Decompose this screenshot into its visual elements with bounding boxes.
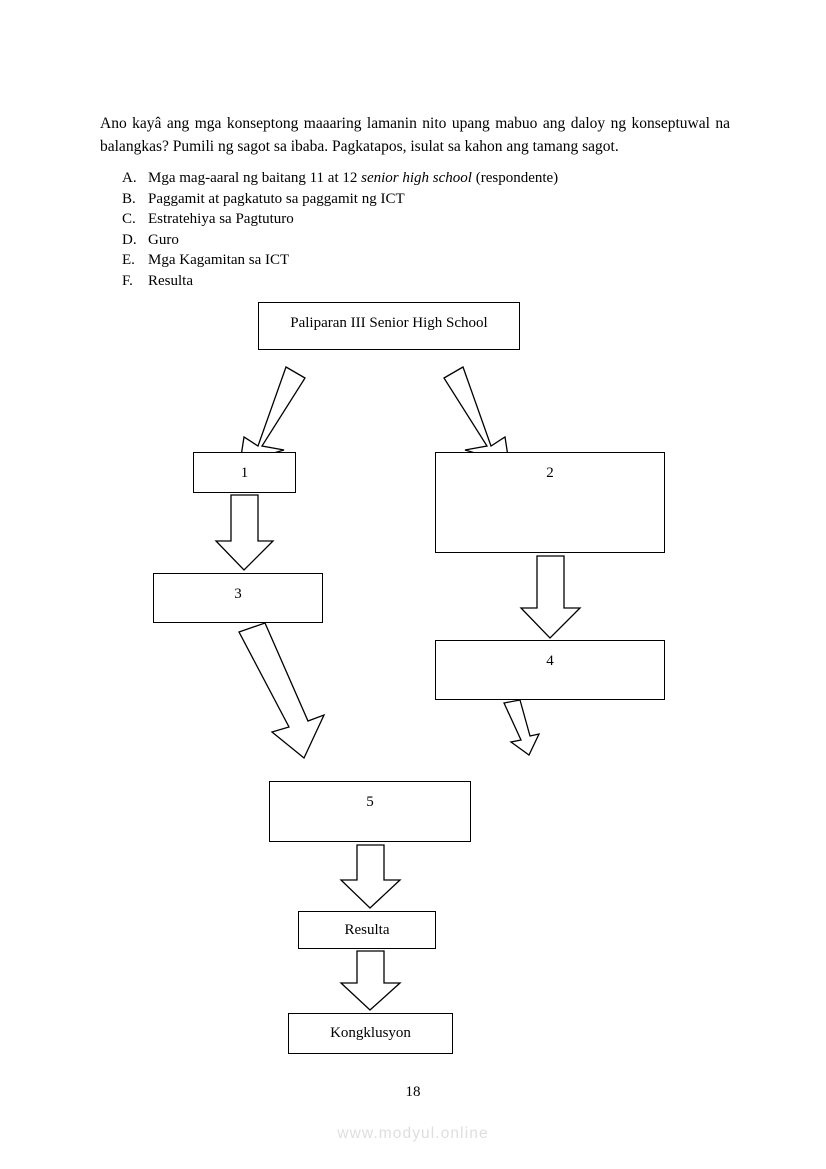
arrow-school-to-2 <box>443 366 510 464</box>
arrow-2-to-4 <box>519 555 582 639</box>
node-school[interactable]: Paliparan III Senior High School <box>258 302 520 350</box>
node-blank-2-label: 2 <box>546 465 554 481</box>
option-letter: C. <box>122 211 136 228</box>
answer-options-list: A. Mga mag-aaral ng baitang 11 at 12 seni… <box>122 168 722 292</box>
option-text: Guro <box>148 232 179 248</box>
node-blank-5-label: 5 <box>366 794 374 810</box>
node-blank-3-label: 3 <box>234 586 242 602</box>
node-kongklusyon[interactable]: Kongklusyon <box>288 1013 453 1054</box>
option-text-before: Paggamit at pagkatuto sa paggamit ng ICT <box>148 190 405 207</box>
option-letter: E. <box>122 252 135 269</box>
option-text-before: Mga mag-aaral ng baitang 11 at 12 <box>148 170 362 186</box>
option-letter: A. <box>122 170 137 186</box>
arrow-1-to-3 <box>214 494 275 571</box>
node-blank-4[interactable]: 4 <box>435 640 665 700</box>
option-text: Resulta <box>148 273 193 289</box>
node-blank-1-label: 1 <box>240 465 249 481</box>
node-blank-2[interactable]: 2 <box>435 452 665 553</box>
option-text-before: Guro <box>148 231 179 248</box>
option-text: Mga Kagamitan sa ICT <box>148 252 289 268</box>
node-blank-3[interactable]: 3 <box>153 573 323 623</box>
option-text-before: Mga Kagamitan sa ICT <box>148 252 290 269</box>
list-item: F. Resulta <box>122 271 722 292</box>
list-item: D. Guro <box>122 230 722 251</box>
option-text: Mga mag-aaral ng baitang 11 at 12 senior… <box>148 170 558 186</box>
node-resulta[interactable]: Resulta <box>298 911 436 949</box>
arrow-resulta-to-kongklusyon <box>339 950 402 1011</box>
list-item: C. Estratehiya sa Pagtuturo <box>122 209 722 230</box>
option-text-before: Estratehiya sa Pagtuturo <box>148 211 294 228</box>
option-letter: D. <box>122 231 137 248</box>
node-resulta-label: Resulta <box>344 922 390 938</box>
list-item: B. Paggamit at pagkatuto sa paggamit ng I… <box>122 189 722 210</box>
arrow-school-to-1 <box>239 366 306 464</box>
node-blank-1[interactable]: 1 <box>193 452 296 493</box>
option-letter: B. <box>122 190 136 207</box>
intro-paragraph: Ano kayâ ang mga konseptong maaaring lam… <box>100 114 730 156</box>
option-text: Estratehiya sa Pagtuturo <box>148 211 294 227</box>
watermark: www.modyul.online <box>337 1125 489 1142</box>
node-blank-4-label: 4 <box>546 653 554 669</box>
option-text-before: Resulta <box>148 272 193 289</box>
option-text-after: (respondente) <box>471 170 559 186</box>
option-text-italic: senior high school <box>361 170 472 186</box>
list-item: A. Mga mag-aaral ng baitang 11 at 12 seni… <box>122 168 722 189</box>
node-school-label: Paliparan III Senior High School <box>290 315 488 331</box>
list-item: E. Mga Kagamitan sa ICT <box>122 250 722 271</box>
option-text: Paggamit at pagkatuto sa paggamit ng ICT <box>148 191 405 207</box>
arrow-5-to-resulta <box>339 844 402 909</box>
arrow-3-to-5 <box>238 622 326 760</box>
page-number: 18 <box>405 1084 421 1100</box>
arrow-4-to-5 <box>503 699 541 756</box>
option-letter: F. <box>122 272 133 289</box>
node-kongklusyon-label: Kongklusyon <box>330 1025 411 1041</box>
node-blank-5[interactable]: 5 <box>269 781 471 842</box>
